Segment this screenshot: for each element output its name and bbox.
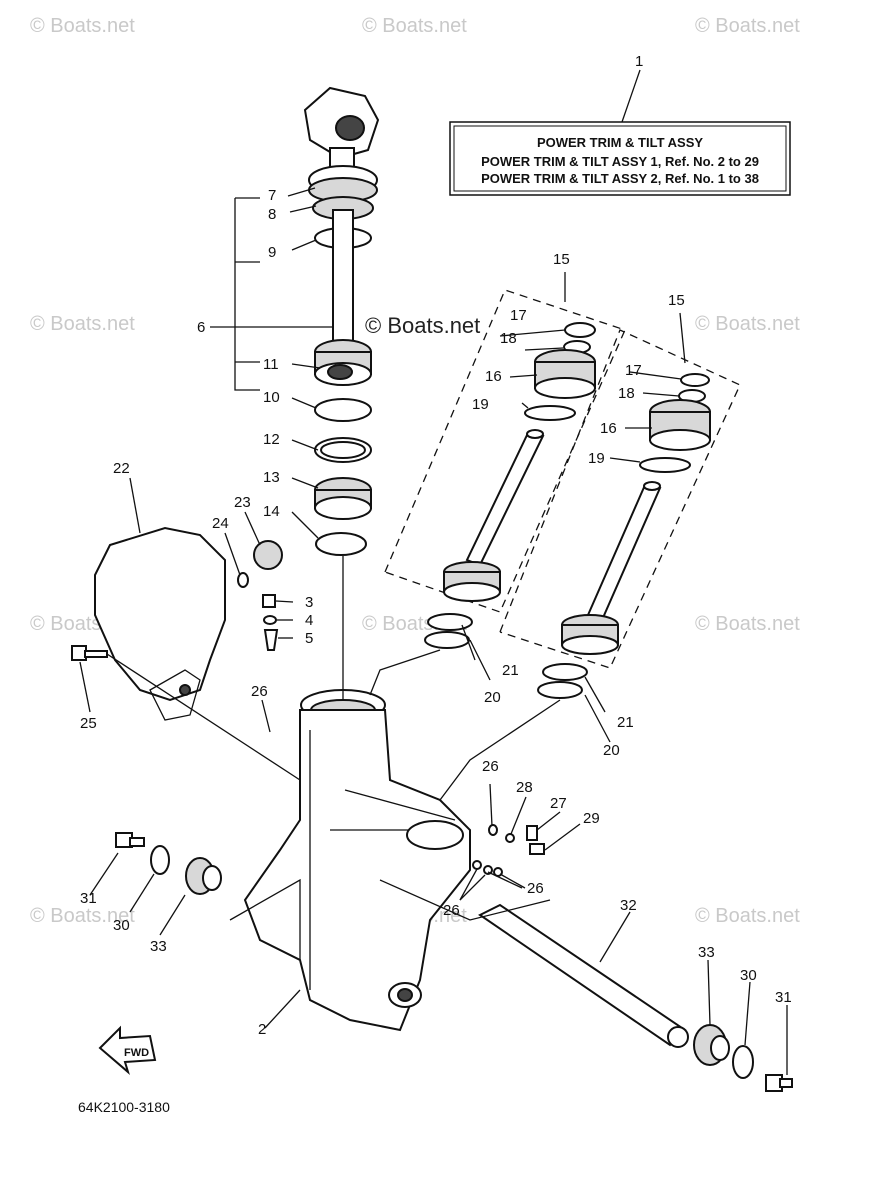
leader-lines	[79, 187, 788, 1075]
callout-26d: 26	[443, 902, 460, 919]
callout-32: 32	[620, 897, 637, 914]
motor-cover	[94, 526, 226, 721]
callout-21: 21	[502, 662, 519, 679]
callout-7: 7	[268, 187, 276, 204]
callout-19b: 19	[588, 450, 605, 467]
info-box-line-1: POWER TRIM & TILT ASSY 1, Ref. No. 2 to …	[481, 154, 759, 169]
callout-3: 3	[305, 594, 313, 611]
trim-ram-boxes	[384, 272, 741, 669]
tilt-ram-assembly	[303, 86, 380, 386]
left-hardware	[115, 832, 222, 895]
fwd-label: FWD	[124, 1047, 149, 1059]
callout-22: 22	[113, 460, 130, 477]
callout-33b: 33	[698, 944, 715, 961]
callout-1: 1	[635, 53, 643, 70]
watermark: © Boats.net	[695, 15, 800, 37]
info-box-title: POWER TRIM & TILT ASSY	[537, 135, 703, 150]
info-box-line-2: POWER TRIM & TILT ASSY 2, Ref. No. 1 to …	[481, 171, 759, 186]
callout-11: 11	[263, 356, 279, 373]
seal-rings	[314, 398, 372, 556]
watermark: © Boats.net	[362, 15, 467, 37]
callout-15b: 15	[668, 292, 685, 309]
callout-28: 28	[516, 779, 533, 796]
callout-5: 5	[305, 630, 313, 647]
callout-27: 27	[550, 795, 567, 812]
watermark: © Boats.net	[695, 313, 800, 335]
callout-12: 12	[263, 431, 280, 448]
callout-2: 2	[258, 1021, 266, 1038]
watermark: © Boats.net	[30, 905, 135, 927]
fwd-arrow-icon: FWD	[98, 1025, 157, 1075]
callout-24: 24	[212, 515, 229, 532]
callout-26c: 26	[527, 880, 544, 897]
callout-31b: 31	[775, 989, 792, 1006]
callout-33: 33	[150, 938, 167, 955]
callout-20b: 20	[603, 742, 620, 759]
callout-4: 4	[305, 612, 313, 629]
watermark: © Boats.net	[695, 613, 800, 635]
watermark: © Boats.net	[30, 15, 135, 37]
part-code: 64K2100-3180	[78, 1099, 170, 1115]
callout-16b: 16	[600, 420, 617, 437]
callout-19: 19	[472, 396, 489, 413]
callout-10: 10	[263, 389, 280, 406]
callouts: 1 2 3 4 5 6 7 8 9 10 11 12 13 14 15 15 1…	[80, 53, 792, 1038]
callout-15: 15	[553, 251, 570, 268]
trim-ram-left	[424, 322, 596, 649]
watermark: © Boats.net	[695, 905, 800, 927]
right-small-parts	[472, 824, 545, 877]
callout-18b: 18	[618, 385, 635, 402]
callout-26b: 26	[482, 758, 499, 775]
small-parts	[237, 540, 283, 651]
callout-13: 13	[263, 469, 280, 486]
callout-16: 16	[485, 368, 502, 385]
callout-23: 23	[234, 494, 251, 511]
callout-9: 9	[268, 244, 276, 261]
watermark: © Boats.net	[30, 313, 135, 335]
callout-30b: 30	[740, 967, 757, 984]
callout-18: 18	[500, 330, 517, 347]
info-box: POWER TRIM & TILT ASSY POWER TRIM & TILT…	[449, 69, 791, 196]
trim-ram-right	[537, 373, 711, 699]
callout-17: 17	[510, 307, 527, 324]
callout-26: 26	[251, 683, 268, 700]
callout-14: 14	[263, 503, 280, 520]
callout-25: 25	[80, 715, 97, 732]
callout-6: 6	[197, 319, 205, 336]
center-watermark: © Boats.net	[365, 313, 480, 338]
callout-8: 8	[268, 206, 276, 223]
callout-21b: 21	[617, 714, 634, 731]
watermarks: © Boats.net © Boats.net © Boats.net © Bo…	[30, 15, 800, 927]
cylinder-body	[229, 689, 471, 1032]
callout-29: 29	[583, 810, 600, 827]
tilt-shaft	[478, 903, 793, 1092]
bolt-25	[71, 645, 301, 781]
callout-30: 30	[113, 917, 130, 934]
callout-17b: 17	[625, 362, 642, 379]
callout-31: 31	[80, 890, 97, 907]
callout-20: 20	[484, 689, 501, 706]
